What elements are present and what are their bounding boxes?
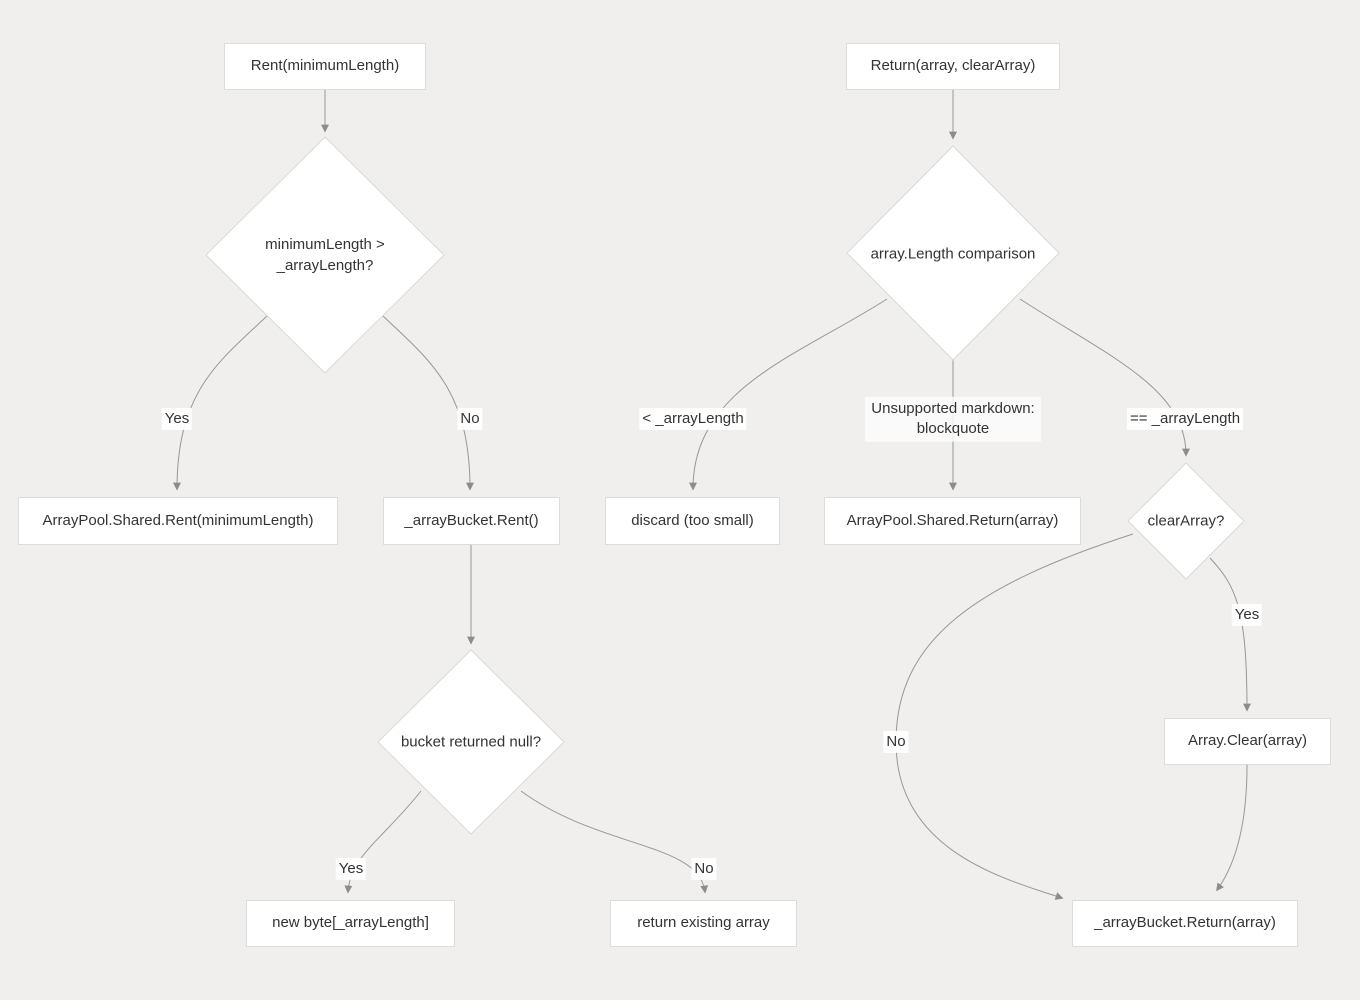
edge-null-yes — [344, 790, 422, 894]
edge-label-null-no: No — [691, 857, 717, 881]
decision-label-cleararray: clearArray? — [1147, 512, 1225, 530]
decision-shape-cleararray — [1127, 462, 1245, 580]
node-discard: discard (too small) — [605, 497, 780, 545]
edge-label-clear-no: No — [883, 730, 909, 754]
node-shared-rent: ArrayPool.Shared.Rent(minimumLength) — [18, 497, 338, 545]
edge-null-no — [520, 790, 709, 894]
decision-shape-length-comparison — [846, 145, 1060, 361]
decision-shape-rent — [205, 136, 445, 374]
node-rent-start: Rent(minimumLength) — [224, 43, 426, 90]
edge-length-equals — [1019, 298, 1190, 457]
edge-label-rent-no: No — [457, 407, 483, 431]
edge-label-clear-yes: Yes — [1231, 603, 1263, 627]
edge-arrayclear-to-bucketreturn — [1216, 764, 1248, 892]
node-return-existing: return existing array — [610, 900, 797, 947]
edge-label-rent-yes: Yes — [161, 407, 193, 431]
decision-label-bucket-null: bucket returned null? — [400, 733, 542, 751]
edge-rent-no — [382, 315, 474, 491]
node-return-start: Return(array, clearArray) — [846, 43, 1060, 90]
node-bucket-return: _arrayBucket.Return(array) — [1072, 900, 1298, 947]
edge-rent-yes — [173, 315, 268, 491]
decision-label-rent: minimumLength > _arrayLength? — [265, 236, 385, 274]
edge-label-less-than: < _arrayLength — [639, 407, 747, 431]
edge-label-unsupported-markdown: Unsupported markdown: blockquote — [865, 396, 1041, 442]
edge-clear-no — [895, 533, 1134, 900]
node-shared-return: ArrayPool.Shared.Return(array) — [824, 497, 1081, 545]
edge-label-null-yes: Yes — [335, 857, 367, 881]
edge-length-lessthan — [689, 298, 888, 491]
edge-label-equals: == _arrayLength — [1126, 407, 1244, 431]
edge-clear-yes — [1209, 557, 1251, 712]
node-new-byte: new byte[_arrayLength] — [246, 900, 455, 947]
node-bucket-rent: _arrayBucket.Rent() — [383, 497, 560, 545]
decision-shape-bucket-null — [377, 649, 565, 835]
node-array-clear: Array.Clear(array) — [1164, 718, 1331, 765]
decision-label-length-comparison: array.Length comparison — [870, 245, 1036, 263]
